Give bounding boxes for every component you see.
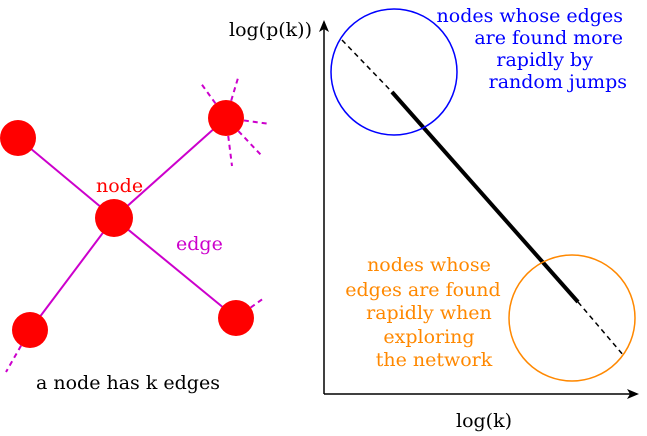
node-label: node <box>96 175 143 197</box>
exploring-circle <box>508 254 636 382</box>
x-axis-label: log(k) <box>456 410 512 432</box>
degree-distribution-plot: log(p(k)) log(k) nodes whose edges are f… <box>229 5 639 432</box>
random-jumps-line-1: nodes whose edges <box>437 5 623 27</box>
edge-line-bottom-right <box>113 217 237 319</box>
edge-line-top-right <box>113 117 227 219</box>
exploring-line-1: nodes whose <box>367 254 491 276</box>
node-circle-top-right <box>208 100 244 136</box>
random-jumps-circle <box>330 8 458 136</box>
edge-label: edge <box>176 233 223 255</box>
distribution-dashed-upper <box>341 39 393 93</box>
exploring-annotation: nodes whose edges are found rapidly when… <box>345 254 506 371</box>
exploring-line-2: edges are found <box>345 279 500 301</box>
y-axis-label: log(p(k)) <box>229 19 312 41</box>
exploring-line-5: the network <box>376 349 493 371</box>
random-jumps-line-4: random jumps <box>489 71 627 93</box>
distribution-solid-segment <box>390 90 580 304</box>
random-jumps-annotation: nodes whose edges are found more rapidly… <box>437 5 629 93</box>
node-circle-bottom-right <box>218 300 254 336</box>
network-diagram: node edge a node has k edges <box>0 77 271 394</box>
extra-edge-stubs-top-right <box>199 77 271 167</box>
random-jumps-line-2: are found more <box>474 27 623 49</box>
distribution-dashed-lower <box>577 301 625 357</box>
node-circle-bottom-left <box>12 312 48 348</box>
extra-edge-stubs-bottom <box>5 297 265 373</box>
edge-line-top-left <box>17 137 115 219</box>
exploring-line-4: exploring <box>383 326 474 348</box>
random-jumps-line-3: rapidly by <box>496 49 593 71</box>
edge-line-bottom-left <box>29 217 115 331</box>
network-caption: a node has k edges <box>36 372 220 394</box>
node-circle-top-left <box>0 120 36 156</box>
node-circle-center <box>95 199 133 237</box>
exploring-line-3: rapidly when <box>366 302 492 324</box>
